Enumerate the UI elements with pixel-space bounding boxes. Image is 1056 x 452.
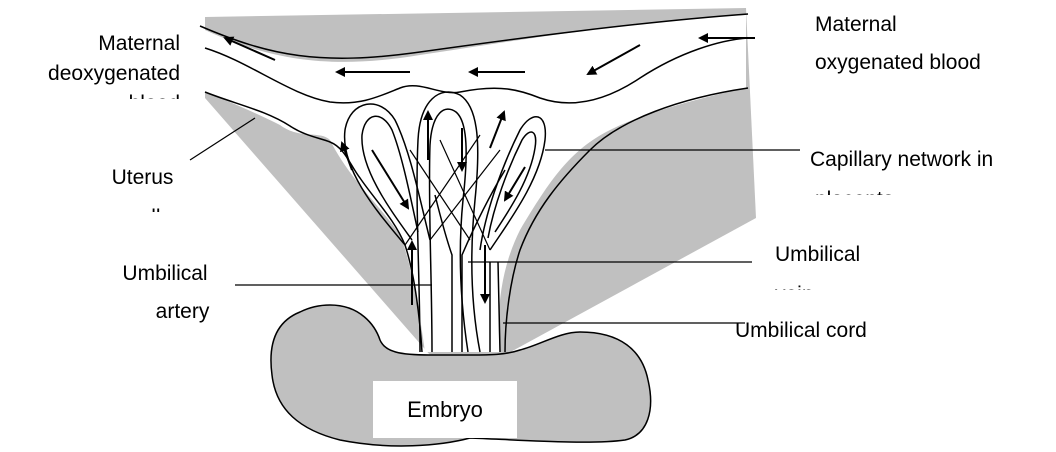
label-line: wall [95,203,190,212]
label-line: placenta [810,185,1056,195]
label-line: Umbilical [775,240,905,270]
label-line: oxygenated blood [815,48,1045,78]
label-line: vein [775,280,905,290]
label-line: blood [0,89,180,99]
label-embryo: Embryo [373,381,517,438]
label-line: artery [95,297,235,327]
label-line: Maternal [815,10,1045,40]
label-line: Capillary network in [810,145,1056,175]
label-umbilical-cord: Umbilical cord [735,316,935,348]
label-maternal-oxygenated-blood: Maternal oxygenated blood [815,10,1045,80]
label-line: Umbilical [95,259,235,289]
label-umbilical-artery: Umbilical artery [95,259,235,339]
label-line: Uterus [95,163,190,193]
label-uterus-wall: Uterus wall [95,163,190,219]
label-maternal-deoxygenated-blood: Maternal deoxygenated blood [0,29,180,119]
label-capillary-network: Capillary network in placenta [810,145,1056,203]
label-umbilical-vein: Umbilical vein [775,240,905,298]
label-line: Maternal [0,29,180,59]
label-line: deoxygenated [0,59,180,89]
